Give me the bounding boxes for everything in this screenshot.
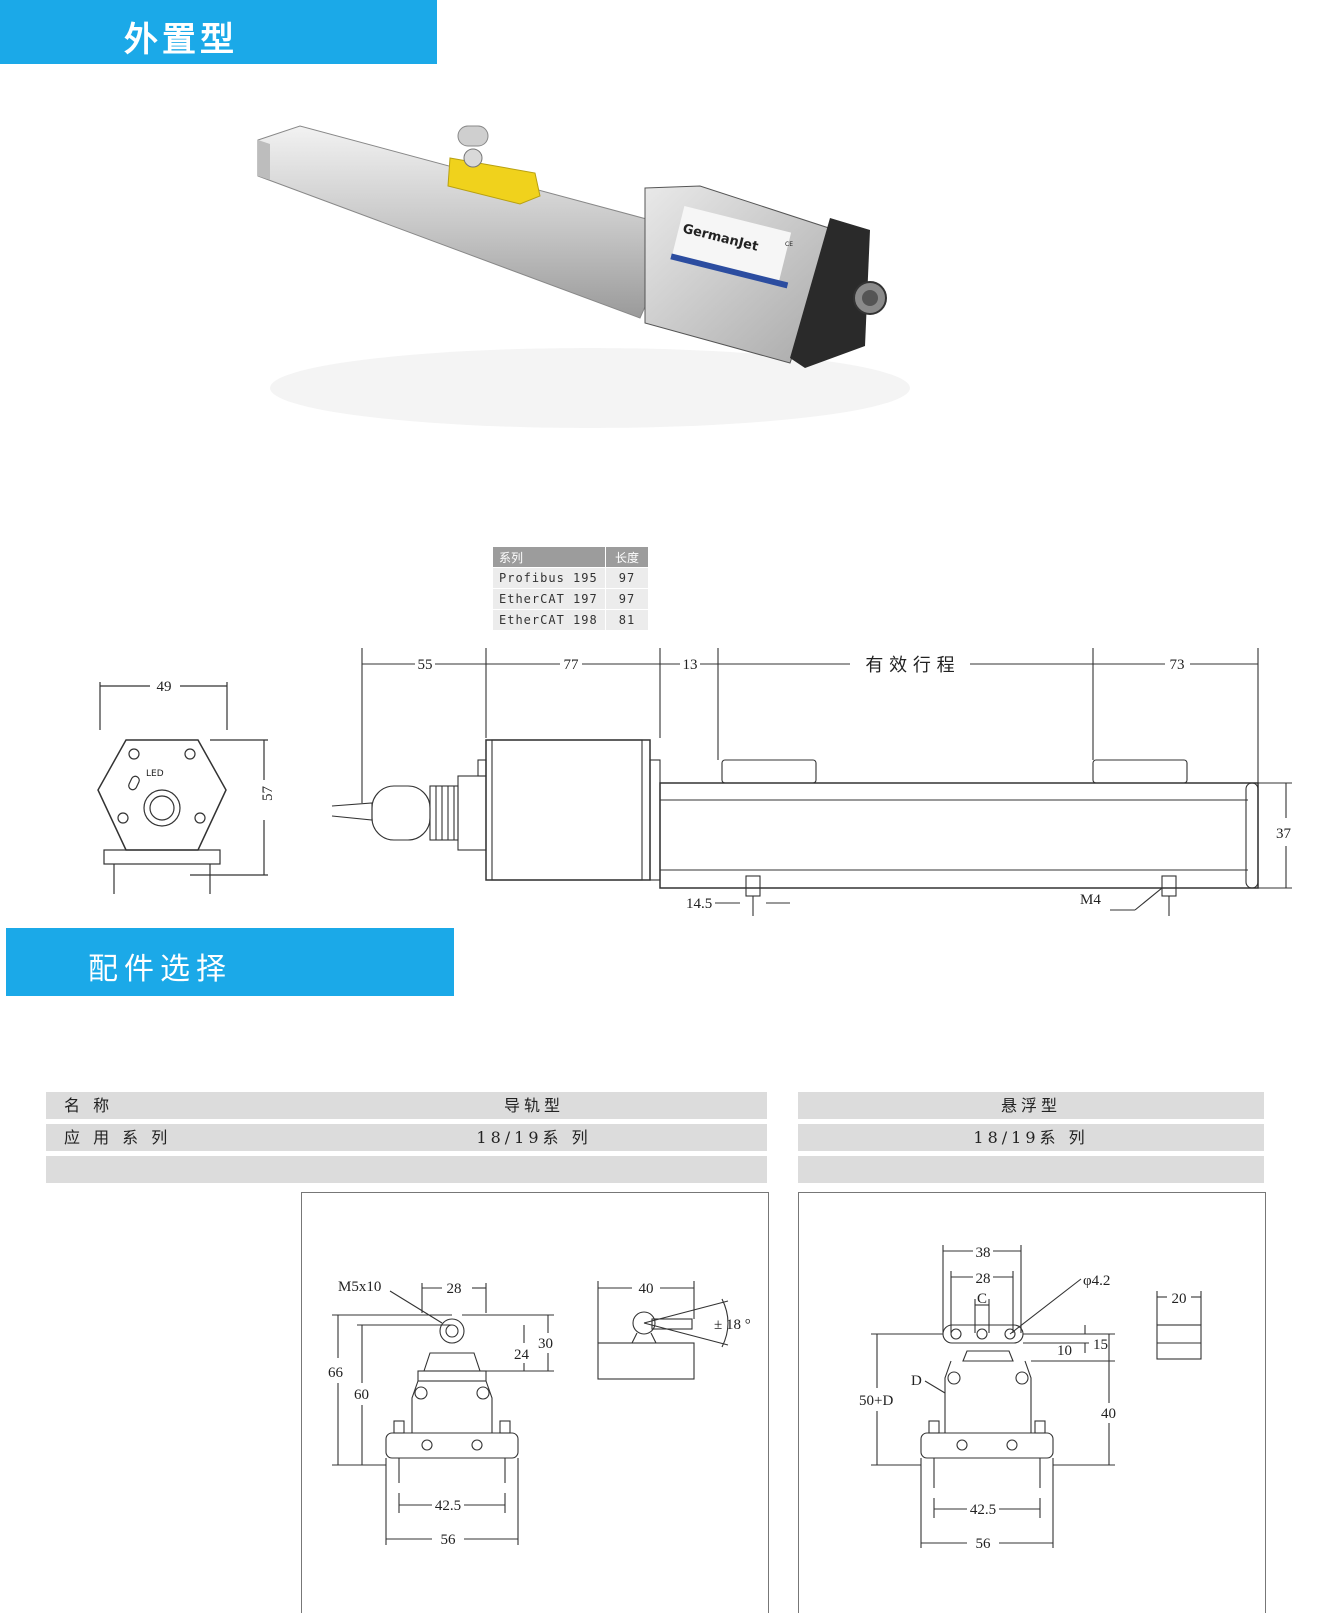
cell-length: 97: [605, 588, 649, 610]
cell-series: Profibus 195: [492, 567, 606, 589]
dim-73: 73: [1170, 657, 1185, 673]
table-header-row: 系列 长度: [492, 546, 649, 568]
label-blank: [46, 1156, 310, 1183]
side-view-drawing: 49 57 LED: [97, 679, 276, 894]
dim-40: 40: [639, 1281, 654, 1297]
cell-length: 81: [605, 609, 649, 631]
cell-series: EtherCAT 197: [492, 588, 606, 610]
ce-mark: CE: [785, 241, 793, 248]
dim-56: 56: [976, 1536, 992, 1552]
guide-series: 18/19系 列: [301, 1124, 767, 1151]
dim-24: 24: [514, 1347, 530, 1363]
floating-blank: [798, 1156, 1264, 1183]
section-title: 配件选择: [88, 952, 232, 987]
dim-40: 40: [1101, 1406, 1116, 1422]
dim-37: 37: [1276, 826, 1292, 842]
dim-28: 28: [447, 1281, 462, 1297]
header-series: 系列: [492, 546, 606, 568]
section-header-external: 外置型: [0, 0, 437, 64]
dim-18-deg: ± 18 °: [714, 1317, 751, 1333]
dim-c: C: [977, 1291, 987, 1307]
floating-name: 悬浮型: [798, 1092, 1264, 1119]
product-photo: GermanJet CE: [257, 125, 910, 428]
dim-49: 49: [157, 679, 172, 695]
guide-name: 导轨型: [301, 1092, 767, 1119]
dim-28: 28: [976, 1271, 991, 1287]
led-label: LED: [146, 769, 164, 779]
label-name: 名 称: [46, 1092, 310, 1119]
dim-13: 13: [683, 657, 698, 673]
dim-20: 20: [1172, 1291, 1187, 1307]
dim-14-5: 14.5: [686, 896, 712, 912]
dim-10: 10: [1057, 1343, 1072, 1359]
dim-phi-4-2: φ4.2: [1083, 1273, 1110, 1289]
dim-d: D: [911, 1373, 922, 1389]
section-header-accessories: 配件选择: [6, 928, 454, 996]
header-length: 长度: [605, 546, 649, 568]
floating-series: 18/19系 列: [798, 1124, 1264, 1151]
dim-57: 57: [260, 786, 276, 802]
cell-series: EtherCAT 198: [492, 609, 606, 631]
table-row: EtherCAT 197 97: [492, 588, 649, 610]
effective-stroke-label: 有 效 行 程: [865, 655, 954, 676]
dim-42-5: 42.5: [435, 1498, 461, 1514]
section-title: 外置型: [124, 20, 238, 60]
dim-15: 15: [1093, 1337, 1108, 1353]
dim-77: 77: [564, 657, 580, 673]
guide-drawing-panel: M5x10 28 40 30 24 ± 18 ° 66 60 42.5 56: [301, 1192, 769, 1613]
dim-56: 56: [441, 1532, 457, 1548]
table-row: EtherCAT 198 81: [492, 609, 649, 631]
dim-m5x10: M5x10: [338, 1279, 381, 1295]
dim-60: 60: [354, 1387, 369, 1403]
dim-55: 55: [418, 657, 433, 673]
cell-length: 97: [605, 567, 649, 589]
floating-drawing-panel: 38 28 C φ4.2 20 10 15 D 50+D 40 42.5 56: [798, 1192, 1266, 1613]
dim-42-5: 42.5: [970, 1502, 996, 1518]
dim-50-plus-d: 50+D: [859, 1393, 893, 1409]
table-row: Profibus 195 97: [492, 567, 649, 589]
dim-66: 66: [328, 1365, 344, 1381]
dim-38: 38: [976, 1245, 991, 1261]
label-series: 应 用 系 列: [46, 1124, 310, 1151]
series-length-table: 系列 长度 Profibus 195 97 EtherCAT 197 97 Et…: [492, 546, 649, 631]
guide-blank: [301, 1156, 767, 1183]
dim-30: 30: [538, 1336, 553, 1352]
m4-label: M4: [1080, 892, 1101, 908]
main-dimension-drawing: 55 77 13 有 效 行 程 73 37 14.5 M4: [331, 648, 1292, 916]
